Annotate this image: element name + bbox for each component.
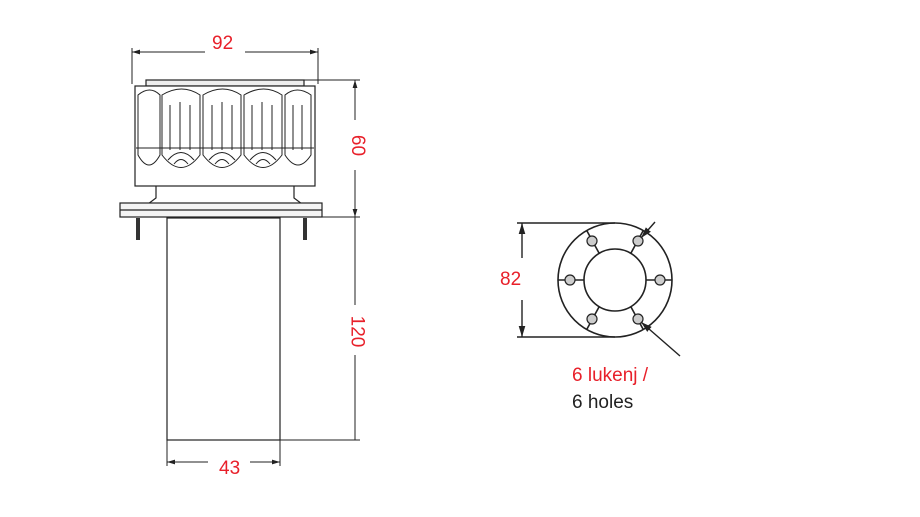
- dimension-height-tube: 120: [346, 315, 368, 348]
- dimension-width-tube: 43: [219, 458, 241, 479]
- holes-callout-local: 6 lukenj /: [572, 365, 649, 386]
- lamp-head: [134, 79, 316, 205]
- dimension-height-head: 60: [347, 134, 369, 157]
- dimension-width-head: 92: [212, 33, 234, 54]
- top-view-dimensions: [517, 221, 681, 357]
- flange-top-view: [557, 222, 673, 338]
- tube: [166, 217, 281, 441]
- flange: [119, 202, 323, 218]
- holes-callout-english: 6 holes: [572, 392, 634, 413]
- dimension-lines: [131, 48, 360, 466]
- holes: [564, 235, 666, 325]
- dimension-flange-diameter: 82: [500, 269, 522, 290]
